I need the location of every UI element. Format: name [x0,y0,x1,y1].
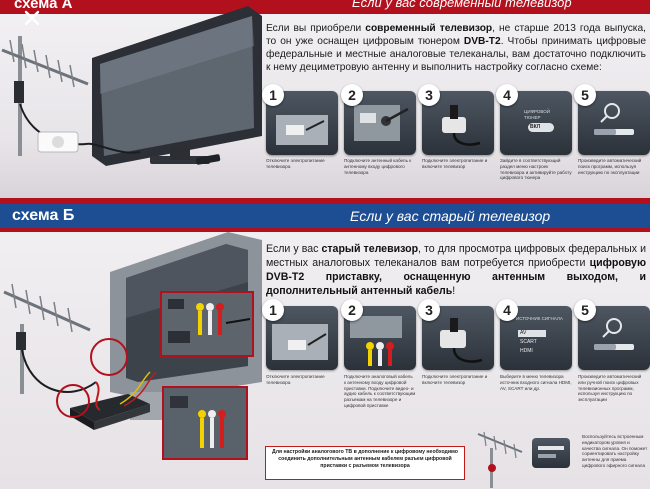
signal-indicator-note: Воспользуйтесь встроенным индикатором ур… [582,434,648,468]
scheme-a-step-5-number: 5 [574,84,596,106]
scheme-b-step-3-number: 3 [418,299,440,321]
signal-indicator-screen [532,438,570,468]
scheme-b-para-bold1: старый телевизор [321,243,419,255]
scheme-b-header-band [0,204,650,228]
scheme-a-step-2 [344,91,416,155]
tuner-toggle [528,123,554,132]
scheme-a-description: Если вы приобрели современный телевизор,… [266,22,646,74]
scheme-a-para-part2: , не старше 2013 года выпуска, то он уже… [266,23,646,47]
scheme-b-step-2-number: 2 [341,299,363,321]
scheme-b-step-2-caption: Подключите аналоговый кабель к антенному… [344,374,416,408]
modern-tv-illustration [1,6,262,166]
scheme-a-step-2-number: 2 [341,84,363,106]
signal-level-bar [538,446,564,450]
scheme-a-step-5-caption: Произведите автоматический поиск програм… [578,158,642,175]
tv-rear-connectors-inset [160,291,254,357]
tv-connector-highlight [90,338,128,376]
box-connector-highlight [56,384,90,418]
scheme-a-para-bold2: DVB-T2 [463,36,501,47]
scheme-b-header-underline [0,228,650,232]
scheme-b-para-part1: Если у вас [266,243,322,255]
scheme-b-step-1-number: 1 [262,299,284,321]
scheme-a-para-part3: . Чтобы принимать цифровые федеральные и… [266,36,647,73]
scheme-a-step-3-caption: Подключите электропитание и включите тел… [422,158,488,169]
scheme-a-title: Если у вас современный телевизор [352,0,572,10]
close-button[interactable] [20,6,44,30]
outdoor-antenna-icon [477,431,523,488]
signal-source-menu-title: ИСТОЧНИК СИГНАЛА [516,316,563,321]
tv-unplug-icon [276,115,328,145]
scheme-a-label: схема А [14,0,73,12]
scheme-b-step-5-number: 5 [574,299,596,321]
cable-connection-icon [350,316,402,366]
scheme-a-para-part1: Если вы приобрели [266,23,366,34]
scheme-b-section: схема Б Если у вас старый телевизор [0,198,650,489]
box-connectors-icon [170,396,226,448]
tuner-toggle-label: ВКЛ [530,124,541,130]
scheme-a-header-band [0,0,650,14]
scheme-a-step-3-number: 3 [418,84,440,106]
scheme-b-step-4-number: 4 [496,299,518,321]
power-plug-icon [440,318,483,363]
source-option-av: AV [518,330,546,337]
scheme-b-step-3-caption: Подключите электропитание и включите тел… [422,374,488,385]
scheme-a-step-1-number: 1 [262,84,284,106]
close-icon [24,10,40,26]
scheme-b-label: схема Б [12,207,75,224]
digital-tuner-menu-text: ЦИФРОВОЙ ТЮНЕР [524,109,550,120]
scheme-b-para-bold2: цифровую DVB-T2 приставку, оснащенную ан… [266,257,646,297]
scheme-b-step-4-caption: Выберите в меню телевизора источник вход… [500,374,572,391]
magnifier-icon [594,103,634,135]
scheme-a-section: схема А Если у вас современный телевизор… [0,0,650,198]
magnifier-icon [594,318,634,350]
scheme-a-para-bold1: современный телевизор [365,23,493,34]
source-option-scart: SCART [520,339,537,345]
scheme-b-title: Если у вас старый телевизор [350,208,551,224]
scheme-b-step-1-caption: Отключите электропитание телевизора [266,374,325,385]
box-rear-connectors-inset [162,386,248,460]
antenna-port-icon [354,105,409,141]
analog-tv-note: Для настройки аналогового ТВ в дополнени… [265,446,465,480]
scheme-a-step-2-caption: Подключите антенный кабель к антенному в… [344,158,412,175]
scheme-a-step-1-caption: Отключите электропитание телевизора [266,158,325,169]
signal-quality-bar [538,454,556,458]
rca-connectors-icon [168,299,251,343]
scheme-b-step-5-caption: Произведите автоматический или ручной по… [578,374,642,403]
source-option-hdmi: HDMI [520,348,533,354]
scheme-b-para-part3: ! [452,285,456,297]
analog-tv-note-text: Для настройки аналогового ТВ в дополнени… [272,449,458,469]
scheme-b-description: Если у вас старый телевизор, то для прос… [266,242,646,298]
scheme-b-top-stripe [0,198,650,204]
scheme-a-step-4-caption: Зайдите в соответствующий раздел меню на… [500,158,572,181]
scheme-b-para-part2: , то для просмотра цифровых федеральных … [266,243,646,269]
scheme-a-step-4-number: 4 [496,84,518,106]
tv-unplug-icon [272,324,328,360]
power-plug-icon [442,105,481,146]
